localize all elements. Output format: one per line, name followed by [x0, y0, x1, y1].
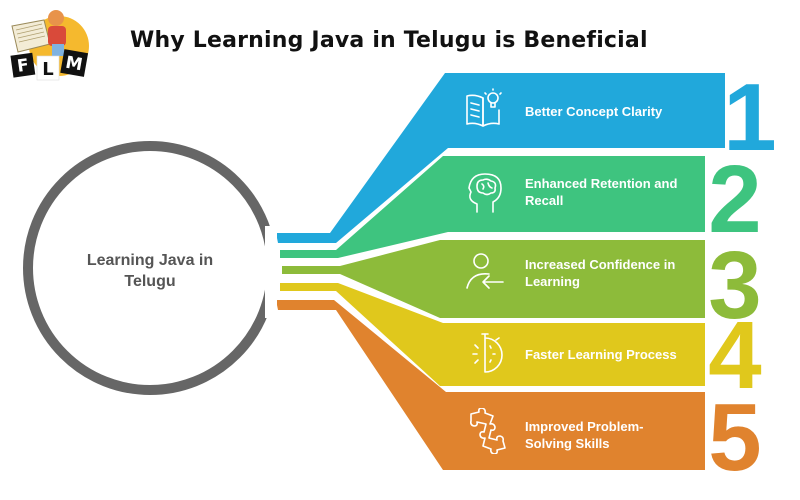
band-5 — [276, 300, 705, 470]
band-4 — [280, 283, 705, 386]
band-3 — [282, 240, 705, 318]
brain-head-icon — [468, 173, 502, 213]
flm-logo: F L M — [4, 4, 104, 84]
puzzle-piece-icon — [470, 408, 506, 454]
item-1-label: Better Concept Clarity — [525, 104, 663, 119]
person-arrow-icon — [466, 253, 504, 289]
item-2-label: Enhanced Retention and Recall — [525, 176, 678, 208]
number-2: 2 — [708, 146, 761, 253]
center-label-line2: Telugu — [124, 273, 176, 290]
svg-text:M: M — [64, 53, 84, 76]
number-4: 4 — [708, 302, 761, 409]
item-5-label: Improved Problem-Solving Skills — [525, 419, 644, 451]
svg-text:L: L — [42, 59, 53, 80]
item-4-label: Faster Learning Process — [525, 347, 677, 362]
number-1: 1 — [723, 64, 776, 171]
page-title: Why Learning Java in Telugu is Beneficia… — [130, 28, 648, 53]
center-label-line1: Learning Java in — [86, 252, 214, 269]
number-5: 5 — [708, 384, 761, 491]
logo-letter-f: F — [16, 55, 30, 76]
band-1 — [276, 73, 725, 243]
book-lightbulb-icon — [466, 88, 502, 127]
item-3-label: Increased Confidence in Learning — [525, 257, 676, 289]
stopwatch-icon — [472, 333, 503, 373]
number-3: 3 — [708, 232, 761, 339]
center-label: Learning Java in Telugu — [60, 250, 240, 292]
